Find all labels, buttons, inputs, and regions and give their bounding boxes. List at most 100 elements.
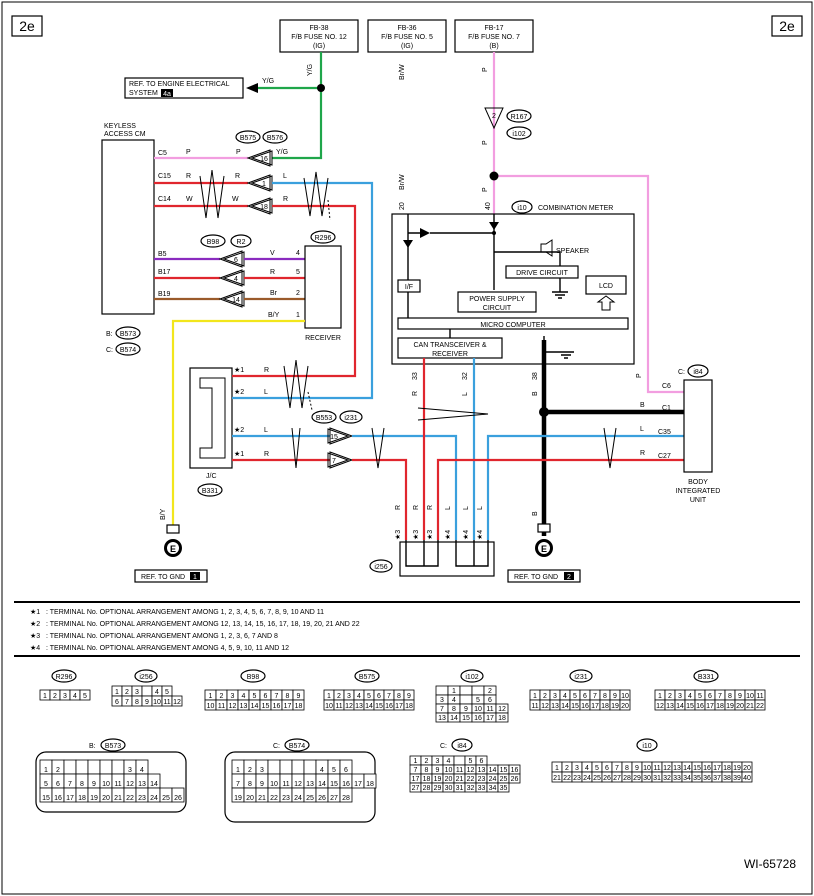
pin-cell: 17 [713, 765, 721, 772]
pin-cell: 14 [676, 703, 684, 710]
cv-tag-b98-text: B98 [247, 674, 260, 681]
fuse-fb38: FB-38 F/B FUSE NO. 12 (IG) [279, 19, 359, 53]
pin-cell: 11 [531, 703, 538, 710]
cv-tag-i10 [636, 738, 658, 752]
pin-cell: 23 [138, 795, 146, 802]
pin-cell: 4 [357, 693, 361, 700]
pin-cell: 4 [140, 767, 144, 774]
wire-biu-r [436, 458, 684, 540]
label-p-top: P [482, 67, 489, 72]
pin-cell: 3 [436, 758, 440, 765]
twist-dash [327, 199, 331, 221]
keyless-title-1: KEYLESS [104, 123, 136, 130]
cv-tag-b573-prefix: B: [89, 743, 96, 750]
pin-cell: 26 [318, 795, 326, 802]
cv-tag-i231 [569, 669, 593, 683]
pin-cell: 35 [500, 785, 508, 792]
pin-cell: 4 [688, 693, 692, 700]
tag-i102-text: i102 [512, 131, 525, 138]
meter-internals [403, 214, 616, 359]
pin-cell: 9 [464, 706, 468, 713]
label-m38-b: B [532, 391, 539, 396]
tag-b574-prefix: C: [106, 347, 113, 354]
pin-cell: 2 [425, 758, 429, 765]
pin-cell: 33 [673, 775, 681, 782]
pin-cell: 2 [248, 767, 252, 774]
pin-tri4: 4 [234, 276, 238, 283]
label-i256-l1: L [445, 506, 452, 510]
pin-m38: 38 [532, 372, 539, 380]
pin-cell: 3 [553, 693, 557, 700]
ref-gnd2-box [507, 569, 581, 583]
combo-meter-label: COMBINATION METER [538, 205, 613, 212]
power-supply-box [457, 291, 537, 313]
pin-cell: 6 [488, 697, 492, 704]
pin-cell: 5 [44, 781, 48, 788]
label-c14-r: R [283, 196, 288, 203]
pin-cell: 27 [613, 775, 621, 782]
pin-cell: 16 [385, 703, 393, 710]
label-p-biu: P [636, 373, 643, 378]
pin-cell: 4 [242, 693, 246, 700]
pin-cell: 1 [43, 693, 47, 700]
diagram-id: WI-65728 [744, 857, 796, 871]
speaker-icon [540, 239, 553, 257]
pin-cell: 9 [635, 765, 639, 772]
pin-cell: 10 [621, 693, 629, 700]
drive-circuit-box [505, 265, 579, 279]
pin-cell: 16 [703, 765, 711, 772]
cv-tag-i10-text: i10 [642, 743, 651, 750]
pin-cell: 18 [405, 703, 413, 710]
pin-cell: 13 [240, 703, 248, 710]
keyless-title-2: ACCESS CM [104, 131, 146, 138]
pin-cell: 16 [474, 715, 482, 722]
receiver-box [304, 245, 342, 329]
if-label: I/F [405, 284, 413, 291]
pin-tri18: 18 [260, 204, 268, 211]
pin-i256-s3-a: ★3 [394, 530, 402, 540]
cv-tag-i84 [451, 738, 473, 752]
note-2-mark: ★2 [30, 620, 40, 628]
connector-r167-triangle [484, 107, 504, 130]
cv-tag-b575-text: B575 [359, 674, 375, 681]
pin-cell: 7 [440, 706, 444, 713]
pin-cell: 4 [563, 693, 567, 700]
pin-cell: 19 [611, 703, 619, 710]
cv-tag-r296-text: R296 [56, 674, 73, 681]
pin-m40: 40 [485, 202, 492, 210]
pin-cell: 20 [621, 703, 629, 710]
pin-cell: 12 [467, 767, 475, 774]
label-i256-r1: R [395, 505, 402, 510]
pin-cell: 15 [571, 703, 579, 710]
pin-cell: 22 [563, 775, 571, 782]
pin-cell: 26 [603, 775, 611, 782]
wire-r-to-i256 [352, 458, 408, 540]
label-i256-r3: R [427, 505, 434, 510]
biu-label-3: UNIT [690, 497, 707, 504]
pin-cell: 21 [258, 795, 266, 802]
pin-cell: 2 [488, 688, 492, 695]
wire-c14-red-route [272, 204, 357, 378]
label-i256-l3: L [477, 506, 484, 510]
pin-cell: 7 [414, 767, 418, 774]
fuse-fb36: FB-36 F/B FUSE NO. 5 (IG) [367, 19, 447, 53]
splice-yg [317, 84, 325, 92]
twist-mark-right [303, 171, 329, 217]
pin-cell: 9 [260, 781, 264, 788]
tag-i10-text: i10 [517, 205, 526, 212]
pin-i256-s4-a: ★4 [444, 530, 452, 540]
corner-tag-right [771, 15, 803, 37]
cv-tag-i231-text: i231 [574, 674, 587, 681]
label-brw-top: Br/W [399, 64, 406, 80]
label-m33-r: R [412, 391, 419, 396]
pin-cell: 12 [663, 765, 671, 772]
pin-cell: 11 [653, 765, 660, 772]
pin-i256-s3-c: ★3 [426, 530, 434, 540]
pin-cell: 5 [595, 765, 599, 772]
pin-cell: 31 [653, 775, 661, 782]
pin-b17: B17 [158, 269, 171, 276]
biu-label-2: INTEGRATED [676, 488, 721, 495]
lcd-box [585, 275, 627, 295]
